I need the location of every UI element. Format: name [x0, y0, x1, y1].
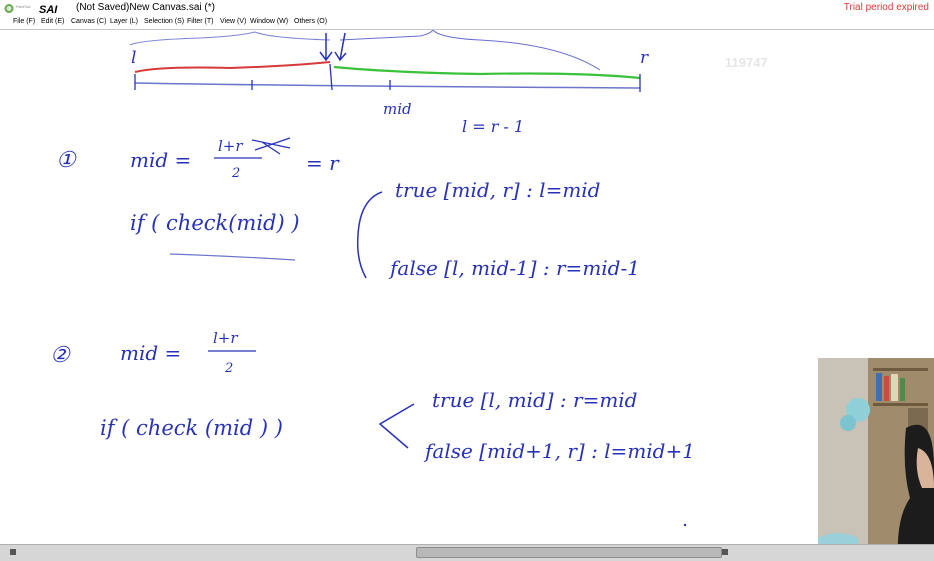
case-2-frac-den: 2	[224, 361, 233, 376]
svg-text:SAI: SAI	[39, 4, 58, 15]
ticks	[134, 63, 641, 92]
red-segment	[134, 61, 331, 73]
menu-edit[interactable]: Edit (E)	[41, 18, 65, 25]
case-1-false: false [l, mid-1] : r=mid-1	[388, 256, 640, 280]
case-2-if: if ( check (mid ) )	[100, 416, 283, 440]
menu-bar: File (F) Edit (E) Canvas (C) Layer (L) S…	[0, 17, 934, 30]
scroll-left-arrow-icon[interactable]	[10, 549, 16, 555]
l-equals-r-minus-1: l = r - 1	[462, 117, 524, 136]
case-1-brace	[356, 191, 383, 279]
case-2-mid-label: mid =	[120, 341, 181, 365]
menu-filter[interactable]: Filter (T)	[187, 18, 214, 25]
handwritten-notes: l r mid l = r - 1 ① mid = l+r 2 = r if (…	[50, 30, 695, 527]
title-bar: PaintTool SAI (Not Saved)New Canvas.sai …	[0, 0, 934, 18]
case-2-false: false [mid+1, r] : l=mid+1	[423, 439, 695, 463]
case-1-scribble	[251, 137, 291, 155]
webcam-image	[818, 358, 934, 560]
case-1-frac-num: l+r	[218, 137, 243, 155]
scrollbar-thumb[interactable]	[416, 547, 722, 558]
case-1-if: if ( check(mid) )	[130, 211, 300, 235]
case-2-true: true [l, mid] : r=mid	[432, 388, 638, 412]
arrow-2	[334, 32, 347, 62]
case-1-mid-label: mid =	[130, 148, 191, 172]
webcam-overlay	[818, 358, 934, 560]
upper-brace-right	[339, 30, 601, 71]
case-1-eq-r: = r	[306, 151, 340, 175]
menu-view[interactable]: View (V)	[220, 18, 247, 25]
case-2-number: ②	[50, 343, 71, 368]
case-1-frac-den: 2	[231, 166, 240, 181]
scroll-right-arrow-icon[interactable]	[722, 549, 728, 555]
menu-window[interactable]: Window (W)	[250, 18, 289, 25]
menu-selection[interactable]: Selection (S)	[144, 18, 185, 25]
case-1-number: ①	[56, 148, 77, 173]
case-2-angle	[378, 403, 415, 449]
svg-text:PaintTool: PaintTool	[16, 5, 31, 9]
green-segment	[333, 65, 641, 80]
label-mid: mid	[383, 100, 412, 118]
menu-canvas[interactable]: Canvas (C)	[71, 18, 107, 25]
app-logo: PaintTool SAI	[4, 4, 58, 15]
upper-brace-left	[129, 31, 331, 46]
menu-file[interactable]: File (F)	[13, 18, 36, 25]
menu-layer[interactable]: Layer (L)	[110, 18, 139, 25]
arrow-1	[319, 33, 333, 62]
window-title: (Not Saved)New Canvas.sai (*)	[76, 2, 215, 13]
menu-others[interactable]: Others (O)	[294, 18, 328, 25]
label-r: r	[640, 48, 649, 68]
case-2-frac-num: l+r	[213, 329, 238, 347]
case-1-true: true [mid, r] : l=mid	[395, 178, 601, 202]
horizontal-scrollbar[interactable]	[0, 544, 934, 561]
number-line	[134, 82, 641, 89]
label-l: l	[131, 48, 136, 68]
trial-notice: Trial period expired	[843, 2, 929, 13]
drawing-canvas[interactable]: 119747 l r mid l = r - 1 ① mid = l+r 2 =…	[0, 30, 934, 544]
case-1-underline	[169, 253, 296, 261]
watermark: 119747	[725, 55, 768, 70]
